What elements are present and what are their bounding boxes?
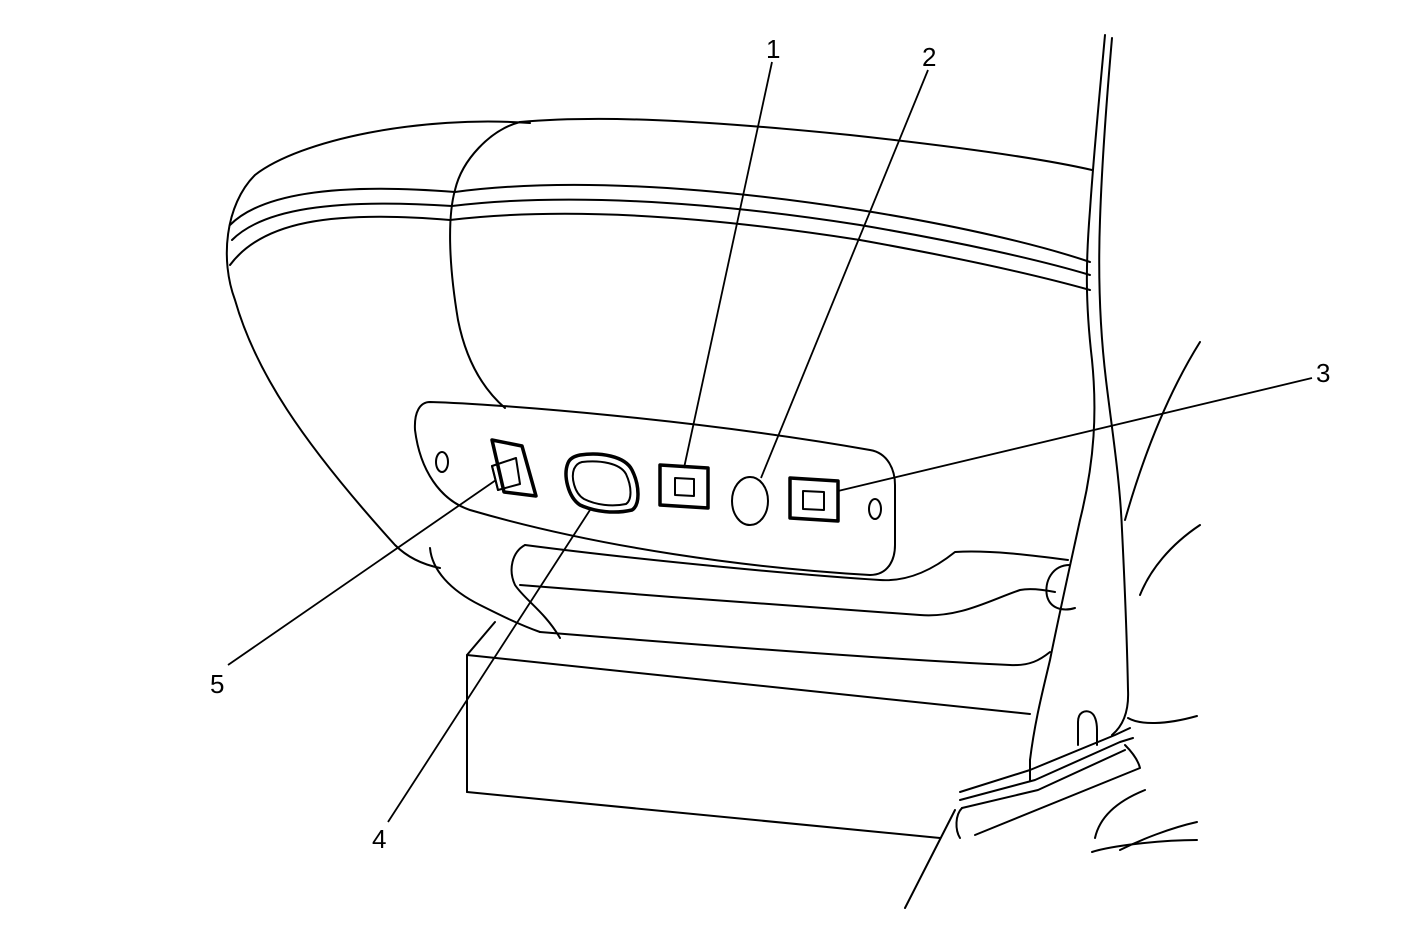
- mounting-hole-right: [868, 498, 882, 520]
- callout-4: 4: [372, 824, 386, 854]
- leader-lines: [227, 61, 1313, 823]
- console-edge: [904, 34, 1201, 909]
- switch-3: [788, 476, 840, 523]
- switch-1: [658, 463, 710, 510]
- leader-2: [760, 69, 929, 479]
- switch-4: [564, 452, 640, 514]
- callout-3: 3: [1316, 358, 1330, 388]
- callout-labels: 1 2 3 4 5: [210, 34, 1330, 854]
- leader-4: [387, 509, 591, 823]
- switch-5: [490, 438, 538, 498]
- seat-back: [225, 117, 1093, 633]
- callout-5: 5: [210, 669, 224, 699]
- callout-1: 1: [766, 34, 780, 64]
- leader-5: [227, 479, 497, 666]
- callout-2: 2: [922, 42, 936, 72]
- switch-bezel: [413, 401, 896, 576]
- leader-1: [683, 61, 773, 469]
- leader-3: [837, 377, 1313, 492]
- mounting-hole-left: [435, 451, 449, 473]
- seat-cushion: [466, 544, 1076, 839]
- switch-2: [731, 476, 769, 526]
